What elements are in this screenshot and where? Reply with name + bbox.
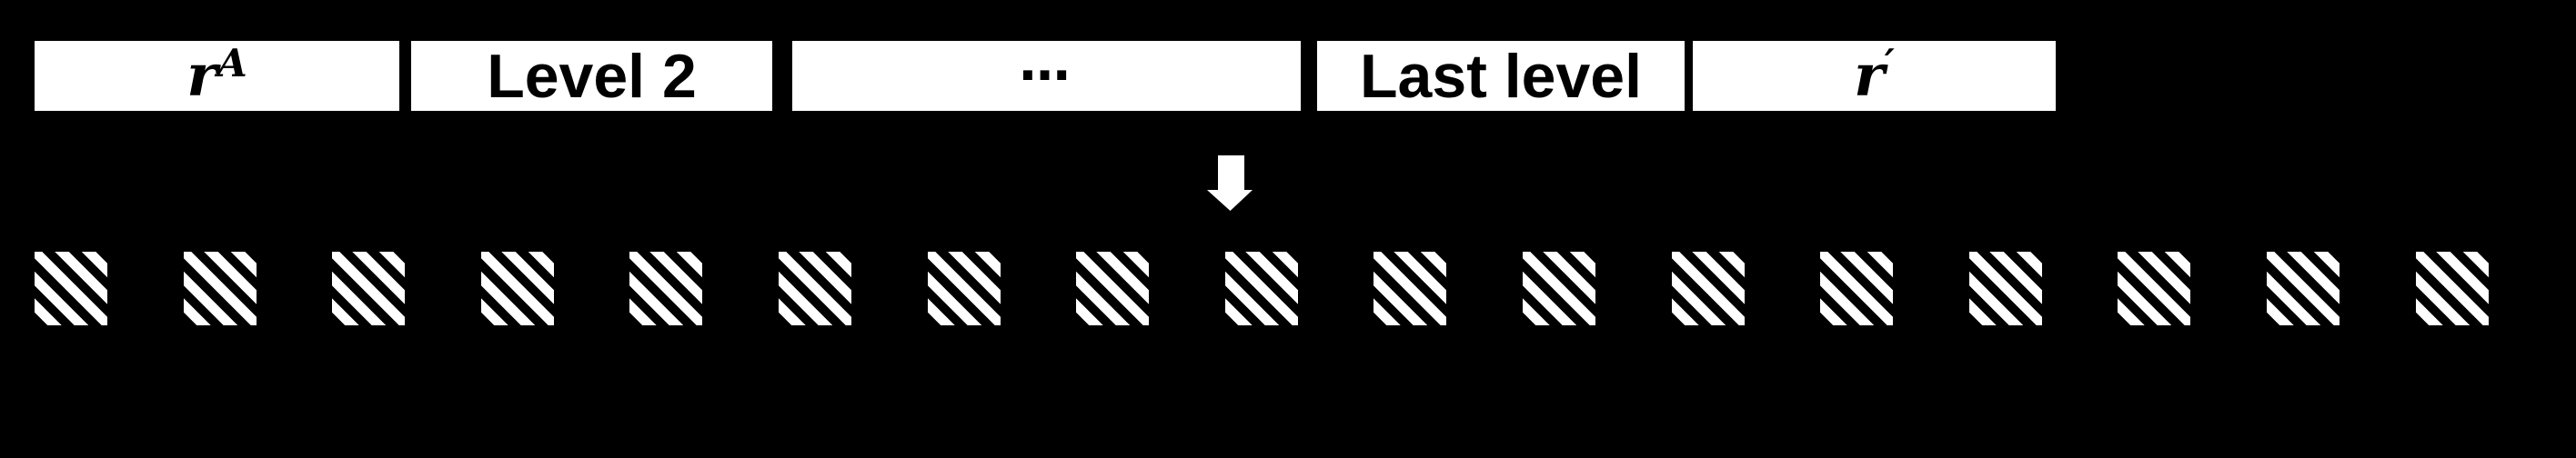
math-base: r <box>1854 41 1885 110</box>
hatched-block <box>1968 252 2042 325</box>
hatched-block <box>1522 252 1595 325</box>
hatched-block <box>35 252 107 325</box>
level-box-r-prime-label: r′ <box>1854 43 1895 105</box>
level-box-last-level-label: Last level <box>1360 41 1642 111</box>
arrow-down-icon <box>1207 155 1253 211</box>
hatched-block <box>927 252 1001 325</box>
hatched-block <box>2266 252 2340 325</box>
hatched-block <box>1820 252 1894 325</box>
ellipsis-label: ⋯ <box>1019 45 1074 105</box>
hatched-block <box>2415 252 2489 325</box>
level-box-level-2: Level 2 <box>411 41 772 111</box>
hatched-block <box>1224 252 1298 325</box>
hatched-block <box>332 252 406 325</box>
level-box-last-level: Last level <box>1317 41 1685 111</box>
hatched-block <box>1374 252 1447 325</box>
level-box-r-prime: r′ <box>1693 41 2056 111</box>
level-box-r-a-label: rA <box>186 43 247 105</box>
level-box-ellipsis: ⋯ <box>792 41 1301 111</box>
math-base: r <box>186 41 217 110</box>
hatched-block <box>183 252 257 325</box>
math-superscript: ′ <box>1884 39 1895 85</box>
hatched-block <box>1671 252 1745 325</box>
blocks-row <box>35 252 2489 325</box>
hatched-block <box>629 252 703 325</box>
hatched-block <box>2118 252 2191 325</box>
hatched-block <box>480 252 554 325</box>
math-superscript: A <box>216 39 247 85</box>
level-box-r-a: rA <box>35 41 399 111</box>
hatched-block <box>778 252 851 325</box>
level-box-level-2-label: Level 2 <box>487 41 697 111</box>
hatched-block <box>1076 252 1150 325</box>
